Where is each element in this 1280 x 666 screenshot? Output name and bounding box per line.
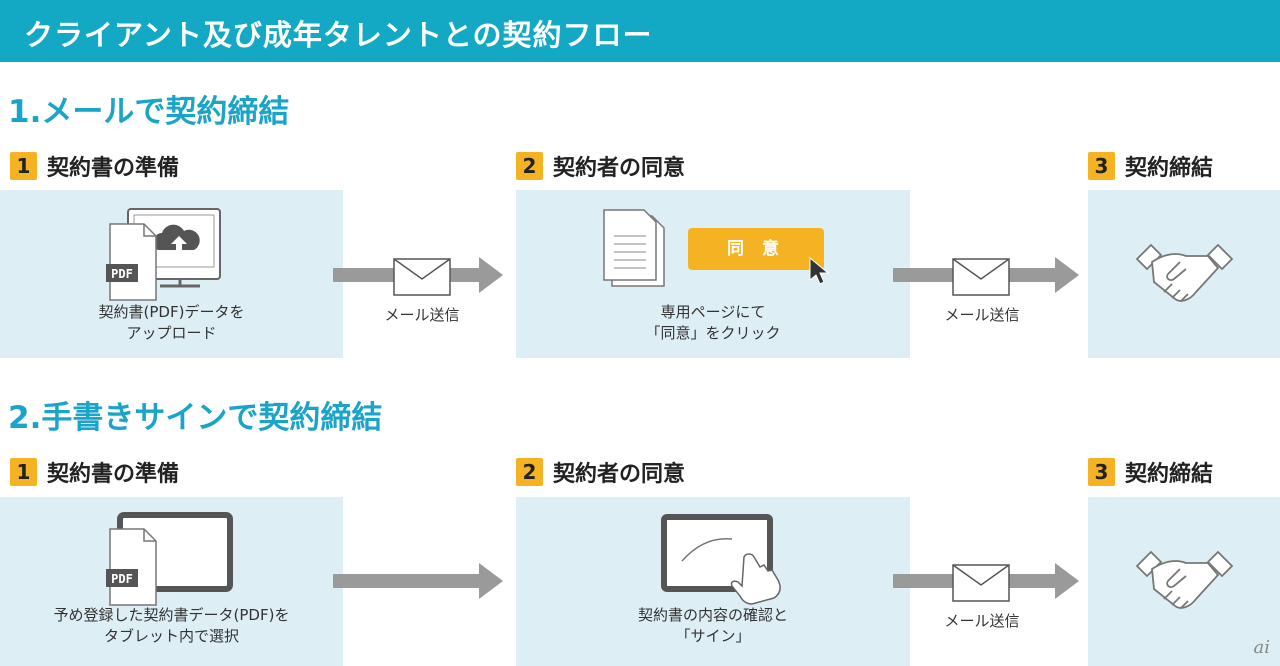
step-label: 契約締結 [1125, 156, 1214, 181]
caption-line: 「同意」をクリック [645, 324, 781, 342]
caption-line: 契約書の内容の確認と [637, 606, 788, 624]
section1-title: 1.メールで契約締結 [8, 94, 290, 130]
s2-step2-caption: 契約書の内容の確認と「サイン」 [516, 605, 910, 647]
caption-line: タブレット内で選択 [103, 627, 239, 645]
envelope-icon [952, 258, 1010, 296]
document-icon [603, 209, 665, 287]
step-badge: 1 [10, 458, 37, 486]
s1-arrow2-label: メール送信 [944, 306, 1020, 324]
s1-step2-caption: 専用ページにて「同意」をクリック [516, 302, 910, 344]
caption-line: 専用ページにて [660, 303, 766, 321]
tablet-sign-icon [661, 514, 781, 605]
s1-step3-heading: 3 契約締結 [1088, 150, 1213, 182]
cursor-icon [809, 256, 830, 285]
step-badge: 3 [1088, 458, 1115, 486]
s2-arrow2-label: メール送信 [944, 612, 1020, 630]
envelope-icon [952, 564, 1010, 602]
handshake-icon [1136, 244, 1233, 302]
s1-step1-heading: 1 契約書の準備 [10, 150, 179, 182]
s1-step1-caption: 契約書(PDF)データをアップロード [0, 302, 343, 344]
header-bar: クライアント及び成年タレントとの契約フロー [0, 0, 1280, 62]
pdf-upload-monitor-icon [105, 208, 221, 301]
step-label: 契約者の同意 [553, 156, 686, 181]
step-badge: 1 [10, 152, 37, 180]
step-label: 契約締結 [1125, 462, 1214, 487]
s2-arrow1 [333, 563, 503, 599]
s1-step2-heading: 2 契約者の同意 [516, 150, 685, 182]
section2-title: 2.手書きサインで契約締結 [8, 400, 383, 436]
step-label: 契約書の準備 [47, 156, 180, 181]
caption-line: 契約書(PDF)データを [98, 303, 245, 321]
envelope-icon [393, 258, 451, 296]
step-badge: 2 [516, 152, 543, 180]
watermark-logo: ai [1253, 637, 1271, 658]
step-badge: 2 [516, 458, 543, 486]
step-label: 契約書の準備 [47, 462, 180, 487]
s2-step1-caption: 予め登録した契約書データ(PDF)をタブレット内で選択 [0, 605, 343, 647]
s2-step1-heading: 1 契約書の準備 [10, 456, 179, 488]
caption-line: 「サイン」 [675, 627, 751, 645]
step-label: 契約者の同意 [553, 462, 686, 487]
page-title: クライアント及び成年タレントとの契約フロー [24, 18, 653, 52]
s1-step3-box [1088, 190, 1280, 358]
s1-arrow1-label: メール送信 [384, 306, 460, 324]
handshake-icon [1136, 551, 1233, 609]
s2-step2-heading: 2 契約者の同意 [516, 456, 685, 488]
s2-step2-box: 契約書の内容の確認と「サイン」 [516, 497, 910, 666]
caption-line: 予め登録した契約書データ(PDF)を [53, 606, 290, 624]
s1-step1-box: 契約書(PDF)データをアップロード [0, 190, 343, 358]
caption-line: アップロード [126, 324, 217, 342]
pdf-tablet-icon [105, 512, 233, 606]
step-badge: 3 [1088, 152, 1115, 180]
agree-button[interactable]: 同 意 [688, 228, 824, 270]
s2-step3-heading: 3 契約締結 [1088, 456, 1213, 488]
s2-step1-box: 予め登録した契約書データ(PDF)をタブレット内で選択 [0, 497, 343, 666]
s1-step2-box: 同 意 専用ページにて「同意」をクリック [516, 190, 910, 358]
s2-step3-box: ai [1088, 497, 1280, 666]
